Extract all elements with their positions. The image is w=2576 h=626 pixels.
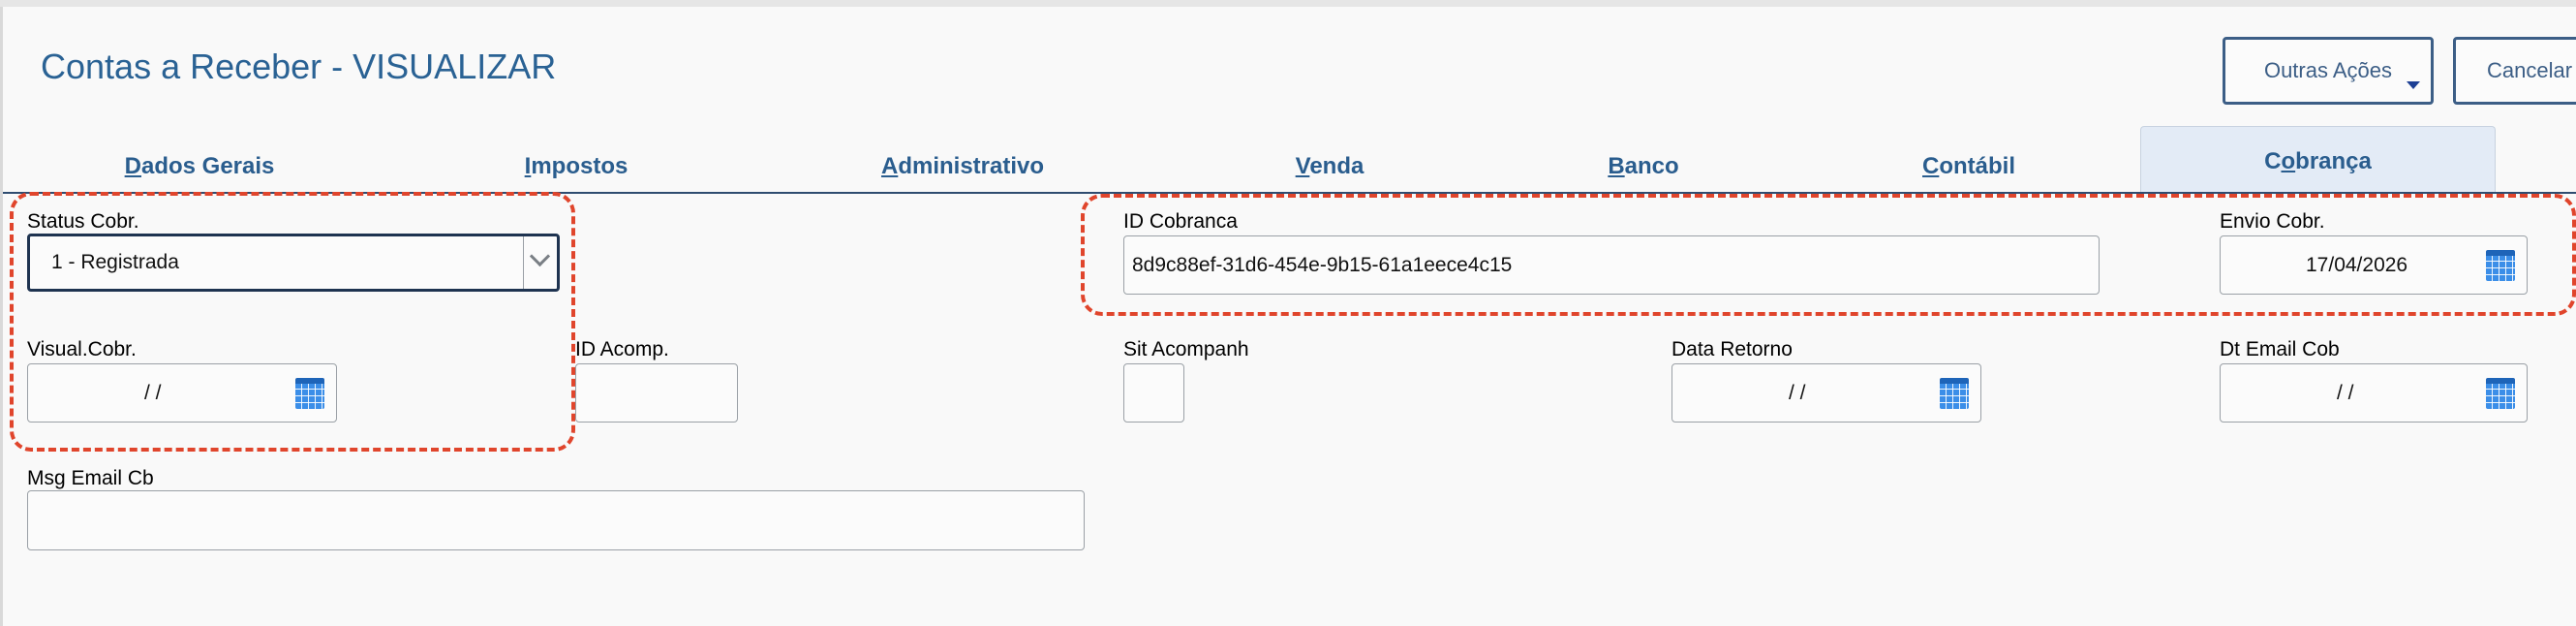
tab-label: brança xyxy=(2295,148,2372,174)
tab-label: dministrativo xyxy=(898,153,1045,179)
id-acomp-field[interactable] xyxy=(575,363,738,423)
calendar-icon[interactable] xyxy=(1940,377,1969,409)
calendar-icon[interactable] xyxy=(2486,249,2515,281)
msg-email-cb-label: Msg Email Cb xyxy=(27,467,154,489)
data-retorno-date-field[interactable]: / / xyxy=(1671,363,1981,423)
visual-cobr-value: / / xyxy=(144,381,162,404)
tab-impostos[interactable]: Impostos xyxy=(525,153,629,180)
tab-accesskey: D xyxy=(124,153,141,179)
dt-email-cob-date-field[interactable]: / / xyxy=(2220,363,2528,423)
status-cobr-label: Status Cobr. xyxy=(27,210,139,233)
visual-cobr-label: Visual.Cobr. xyxy=(27,338,137,360)
msg-email-cb-field[interactable] xyxy=(27,490,1085,550)
select-separator xyxy=(523,236,524,289)
tab-label: ados Gerais xyxy=(140,153,275,179)
calendar-icon[interactable] xyxy=(295,377,324,409)
tab-accesskey: V xyxy=(1295,153,1310,179)
data-retorno-value: / / xyxy=(1789,381,1806,404)
tab-label-prefix: C xyxy=(2264,148,2282,174)
id-acomp-label: ID Acomp. xyxy=(575,338,669,360)
other-actions-label: Outras Ações xyxy=(2263,58,2393,82)
envio-cobr-date-field[interactable]: 17/04/2026 xyxy=(2220,235,2528,295)
visual-cobr-date-field[interactable]: / / xyxy=(27,363,337,423)
calendar-icon[interactable] xyxy=(2486,377,2515,409)
envio-cobr-label: Envio Cobr. xyxy=(2220,210,2325,233)
tab-dados-gerais[interactable]: Dados Gerais xyxy=(125,153,275,180)
tab-label: enda xyxy=(1309,153,1365,179)
data-retorno-label: Data Retorno xyxy=(1671,338,1793,360)
tab-accesskey: I xyxy=(524,153,532,179)
window-top-strip xyxy=(0,0,2576,7)
dt-email-cob-value: / / xyxy=(2337,381,2354,404)
envio-cobr-value: 17/04/2026 xyxy=(2306,253,2408,276)
tab-accesskey: o xyxy=(2281,148,2296,174)
highlight-status-visual xyxy=(10,192,575,452)
tab-accesskey: C xyxy=(1922,153,1940,179)
sit-acompanh-field[interactable] xyxy=(1123,363,1184,423)
dt-email-cob-label: Dt Email Cob xyxy=(2220,338,2340,360)
id-cobranca-label: ID Cobranca xyxy=(1123,210,1238,233)
tab-accesskey: B xyxy=(1608,153,1625,179)
tab-accesskey: A xyxy=(880,153,899,179)
tab-banco[interactable]: Banco xyxy=(1608,153,1678,180)
cancel-label: Cancelar xyxy=(2487,58,2573,82)
tab-label: ontábil xyxy=(1939,153,2015,179)
highlight-id-envio xyxy=(1081,194,2576,316)
id-cobranca-field[interactable]: 8d9c88ef-31d6-454e-9b15-61a1eece4c15 xyxy=(1123,235,2100,295)
status-cobr-select[interactable]: 1 - Registrada xyxy=(27,234,560,292)
id-cobranca-value: 8d9c88ef-31d6-454e-9b15-61a1eece4c15 xyxy=(1132,253,1513,276)
tab-label: anco xyxy=(1624,153,1679,179)
tab-administrativo[interactable]: Administrativo xyxy=(881,153,1044,180)
page-title: Contas a Receber - VISUALIZAR xyxy=(41,47,557,86)
tab-underline xyxy=(3,192,2576,194)
tab-contabil[interactable]: Contábil xyxy=(1922,153,2015,180)
cancel-button[interactable]: Cancelar xyxy=(2453,37,2576,105)
dropdown-caret-icon xyxy=(2407,81,2420,89)
tab-venda[interactable]: Venda xyxy=(1296,153,1365,180)
sit-acompanh-label: Sit Acompanh xyxy=(1123,338,1249,360)
tab-label: mpostos xyxy=(531,153,629,179)
window-left-edge xyxy=(0,7,3,626)
other-actions-button[interactable]: Outras Ações xyxy=(2223,37,2434,105)
status-cobr-value: 1 - Registrada xyxy=(51,251,179,273)
